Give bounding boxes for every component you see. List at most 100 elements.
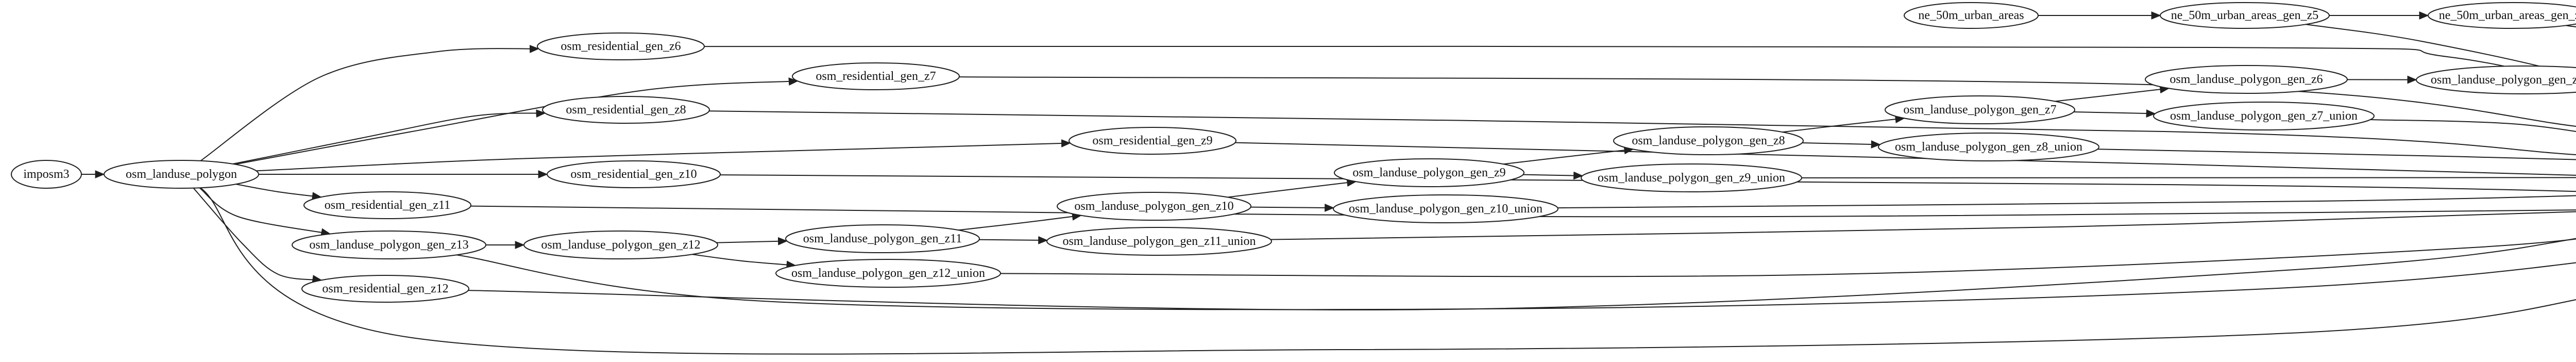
- node-osm_landuse_polygon_gen_z8: osm_landuse_polygon_gen_z8: [1613, 126, 1804, 155]
- node-osm_residential_gen_z11: osm_residential_gen_z11: [303, 191, 471, 219]
- node-ne_50m_urban_areas-shape: [1904, 2, 2039, 29]
- node-osm_landuse_polygon_gen_z10-shape: [1057, 192, 1251, 221]
- edge-osm_landuse_polygon-to-osm_residential_gen_z11: [235, 184, 322, 200]
- edges: [81, 11, 2576, 355]
- edge-osm_landuse_polygon-to-osm_residential_gen_z6: [200, 45, 540, 161]
- node-osm_landuse_polygon_gen_z12_union-label: osm_landuse_polygon_gen_z12_union: [791, 267, 985, 280]
- node-osm_landuse_polygon_gen_z13-shape: [292, 231, 486, 259]
- node-osm_landuse_polygon_gen_z11_union-shape: [1046, 227, 1272, 256]
- node-osm_landuse_polygon_gen_z8-shape: [1613, 126, 1804, 155]
- node-osm_landuse_polygon_gen_z7_union-shape: [2153, 102, 2375, 130]
- node-osm_landuse_polygon_gen_z8_union-label: osm_landuse_polygon_gen_z8_union: [1895, 140, 2082, 154]
- edge-ne_50m_urban_areas_gen_z5-to-layer_landuse-z5: [2306, 24, 2576, 77]
- edge-osm_landuse_polygon_gen_z9_union-to-layer_landuse-z9: [1801, 177, 2576, 178]
- node-osm_landuse_polygon_gen_z6_union-label: osm_landuse_polygon_gen_z6_union: [2431, 73, 2576, 87]
- node-osm_residential_gen_z10-shape: [547, 160, 721, 188]
- node-osm_landuse_polygon_gen_z9_union: osm_landuse_polygon_gen_z9_union: [1581, 163, 1802, 192]
- node-osm_residential_gen_z6: osm_residential_gen_z6: [537, 32, 705, 60]
- node-osm_landuse_polygon_gen_z8_union: osm_landuse_polygon_gen_z8_union: [1878, 133, 2099, 161]
- node-osm_landuse_polygon_gen_z7-shape: [1885, 95, 2075, 124]
- node-imposm3: imposm3: [11, 160, 82, 189]
- edge-osm_landuse_polygon_gen_z12-to-osm_landuse_polygon_gen_z12_union: [692, 254, 796, 269]
- node-osm_landuse_polygon_gen_z7_union: osm_landuse_polygon_gen_z7_union: [2153, 102, 2375, 130]
- edge-osm_landuse_polygon_gen_z13-to-layer_landuse-z13: [456, 254, 2576, 310]
- node-osm_residential_gen_z7-label: osm_residential_gen_z7: [816, 70, 936, 83]
- edge-osm_residential_gen_z11-to-layer_landuse-z11: [470, 205, 2576, 218]
- edge-osm_landuse_polygon_gen_z12_union-to-layer_landuse-z12: [1000, 238, 2576, 277]
- node-osm_landuse_polygon_gen_z12_union-shape: [775, 259, 1001, 288]
- node-osm_residential_gen_z6-shape: [537, 32, 705, 60]
- node-osm_residential_gen_z11-shape: [303, 191, 471, 219]
- node-ne_50m_urban_areas_gen_z5: ne_50m_urban_areas_gen_z5: [2160, 2, 2330, 29]
- node-osm_residential_gen_z9-label: osm_residential_gen_z9: [1092, 134, 1212, 147]
- node-osm_landuse_polygon_gen_z12: osm_landuse_polygon_gen_z12: [523, 231, 718, 259]
- edge-osm_landuse_polygon-to-osm_residential_gen_z12: [193, 188, 323, 283]
- node-osm_residential_gen_z7-shape: [792, 62, 960, 90]
- node-osm_landuse_polygon_gen_z10_union-shape: [1333, 194, 1558, 223]
- node-osm_residential_gen_z11-label: osm_residential_gen_z11: [325, 199, 450, 212]
- edge-osm_landuse_polygon_gen_z12-to-osm_landuse_polygon_gen_z11: [716, 237, 788, 245]
- node-osm_residential_gen_z12-shape: [301, 275, 469, 303]
- node-osm_residential_gen_z6-label: osm_residential_gen_z6: [561, 40, 681, 53]
- node-osm_landuse_polygon_gen_z11-shape: [785, 224, 980, 253]
- node-osm_landuse_polygon_gen_z9: osm_landuse_polygon_gen_z9: [1334, 158, 1524, 187]
- node-osm_landuse_polygon-label: osm_landuse_polygon: [126, 168, 237, 181]
- node-osm_landuse_polygon_gen_z8_union-shape: [1878, 133, 2099, 161]
- node-osm_landuse_polygon: osm_landuse_polygon: [104, 160, 259, 189]
- nodes: imposm3 osm_landuse_polygon osm_residentia…: [11, 2, 2576, 303]
- edge-osm_landuse_polygon_gen_z10_union-to-layer_landuse-z10: [1557, 195, 2576, 209]
- edge-osm_landuse_polygon-to-osm_residential_gen_z9: [256, 139, 1071, 172]
- node-osm_landuse_polygon_gen_z13: osm_landuse_polygon_gen_z13: [292, 231, 486, 259]
- node-osm_landuse_polygon_gen_z7_union-label: osm_landuse_polygon_gen_z7_union: [2170, 109, 2358, 123]
- node-osm_landuse_polygon_gen_z13-label: osm_landuse_polygon_gen_z13: [309, 238, 468, 252]
- node-osm_landuse_polygon_gen_z10-label: osm_landuse_polygon_gen_z10: [1074, 200, 1233, 213]
- node-osm_residential_gen_z8-label: osm_residential_gen_z8: [566, 103, 686, 117]
- edge-osm_residential_gen_z10-to-layer_landuse-z10: [720, 174, 2576, 192]
- edge-osm_landuse_polygon-to-layer_landuse-z14+: [200, 187, 2576, 355]
- node-osm_residential_gen_z12-label: osm_residential_gen_z12: [322, 282, 448, 295]
- node-osm_landuse_polygon_gen_z6: osm_landuse_polygon_gen_z6: [2145, 65, 2348, 94]
- node-osm_landuse_polygon_gen_z7: osm_landuse_polygon_gen_z7: [1885, 95, 2075, 124]
- node-osm_landuse_polygon_gen_z9-shape: [1334, 158, 1524, 187]
- node-osm_residential_gen_z8: osm_residential_gen_z8: [542, 96, 710, 124]
- node-osm_landuse_polygon_gen_z10_union-label: osm_landuse_polygon_gen_z10_union: [1349, 202, 1543, 216]
- edge-osm_landuse_polygon_gen_z9-to-osm_landuse_polygon_gen_z9_union: [1523, 171, 1584, 180]
- node-osm_residential_gen_z9: osm_residential_gen_z9: [1069, 127, 1236, 155]
- node-ne_50m_urban_areas_gen_z4-shape: [2428, 2, 2576, 29]
- edge-osm_landuse_polygon_gen_z8-to-osm_landuse_polygon_gen_z8_union: [1802, 140, 1881, 149]
- node-osm_landuse_polygon_gen_z9-label: osm_landuse_polygon_gen_z9: [1352, 166, 1505, 179]
- node-osm_landuse_polygon_gen_z11_union-label: osm_landuse_polygon_gen_z11_union: [1062, 235, 1256, 248]
- node-ne_50m_urban_areas-label: ne_50m_urban_areas: [1918, 9, 2024, 22]
- node-ne_50m_urban_areas_gen_z5-shape: [2160, 2, 2330, 29]
- edge-osm_landuse_polygon_gen_z8_union-to-layer_landuse-z8: [2097, 149, 2576, 160]
- edge-osm_landuse_polygon_gen_z8-to-osm_landuse_polygon_gen_z7: [1782, 115, 1905, 133]
- node-osm_landuse_polygon_gen_z10_union: osm_landuse_polygon_gen_z10_union: [1333, 194, 1558, 223]
- node-osm_landuse_polygon_gen_z6_union: osm_landuse_polygon_gen_z6_union: [2416, 65, 2576, 94]
- edge-osm_residential_gen_z9-to-layer_landuse-z9: [1235, 142, 2576, 176]
- node-osm_landuse_polygon_gen_z9_union-label: osm_landuse_polygon_gen_z9_union: [1598, 171, 1785, 185]
- node-osm_residential_gen_z12: osm_residential_gen_z12: [301, 275, 469, 303]
- node-ne_50m_urban_areas: ne_50m_urban_areas: [1904, 2, 2039, 29]
- node-osm_residential_gen_z9-shape: [1069, 127, 1236, 155]
- node-osm_landuse_polygon_gen_z12-label: osm_landuse_polygon_gen_z12: [541, 238, 700, 252]
- node-osm_landuse_polygon_gen_z8-label: osm_landuse_polygon_gen_z8: [1632, 134, 1785, 147]
- node-osm_landuse_polygon_gen_z11-label: osm_landuse_polygon_gen_z11: [803, 232, 962, 245]
- node-osm_landuse_polygon_gen_z6-label: osm_landuse_polygon_gen_z6: [2170, 73, 2323, 86]
- node-osm_landuse_polygon_gen_z11_union: osm_landuse_polygon_gen_z11_union: [1046, 227, 1272, 256]
- node-osm_landuse_polygon_gen_z7-label: osm_landuse_polygon_gen_z7: [1903, 103, 2056, 117]
- edge-osm_landuse_polygon_gen_z10-to-osm_landuse_polygon_gen_z9: [1227, 178, 1357, 198]
- node-osm_landuse_polygon_gen_z10: osm_landuse_polygon_gen_z10: [1057, 192, 1251, 221]
- edge-osm_landuse_polygon_gen_z7_union-to-layer_landuse-z7: [2370, 119, 2576, 133]
- node-osm_residential_gen_z7: osm_residential_gen_z7: [792, 62, 960, 90]
- edge-osm_landuse_polygon-to-osm_landuse_polygon_gen_z13: [199, 187, 331, 237]
- node-imposm3-shape: [11, 160, 82, 189]
- node-osm_landuse_polygon_gen_z6_union-shape: [2416, 65, 2576, 94]
- node-osm_landuse_polygon_gen_z12-shape: [523, 231, 718, 259]
- edge-osm_landuse_polygon_gen_z7-to-osm_landuse_polygon_gen_z6: [2055, 85, 2170, 102]
- edge-osm_landuse_polygon-to-osm_residential_gen_z8: [232, 109, 546, 164]
- edge-osm_landuse_polygon_gen_z11_union-to-layer_landuse-z11: [1270, 211, 2576, 240]
- node-ne_50m_urban_areas_gen_z4: ne_50m_urban_areas_gen_z4: [2428, 2, 2576, 29]
- node-osm_landuse_polygon_gen_z6-shape: [2145, 65, 2348, 94]
